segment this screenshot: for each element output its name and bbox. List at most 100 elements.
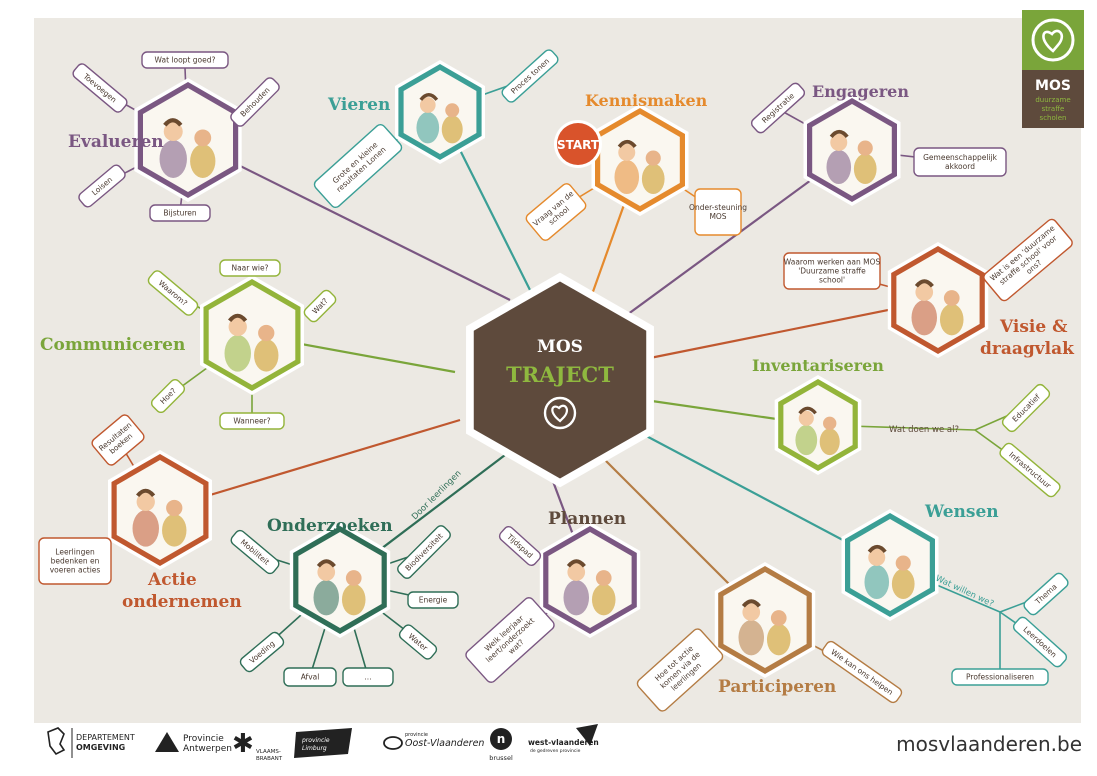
svg-text:Gemeenschappelijk: Gemeenschappelijk bbox=[923, 153, 997, 162]
mos-logo[interactable]: MOS duurzame straffe scholen bbox=[1022, 10, 1084, 128]
title-communiceren: Communiceren bbox=[40, 335, 185, 355]
svg-text:Provincie: Provincie bbox=[183, 734, 224, 744]
title-onderzoeken: Onderzoeken bbox=[267, 516, 393, 536]
svg-text:OMGEVING: OMGEVING bbox=[76, 743, 125, 752]
tag-communiceren-0: Naar wie? bbox=[219, 259, 281, 277]
swoosh-icon bbox=[383, 736, 403, 750]
tag-onderzoeken-7: ... bbox=[342, 667, 394, 687]
svg-text:Wat loopt goed?: Wat loopt goed? bbox=[155, 56, 216, 65]
tag-communiceren-3: Hoe? bbox=[150, 378, 186, 414]
tag-onderzoeken-3: Energie bbox=[407, 591, 459, 609]
phase-hexagons bbox=[108, 60, 989, 678]
hub-subtitle: TRAJECT bbox=[506, 362, 614, 387]
title-vieren: Vieren bbox=[327, 95, 390, 115]
sponsor-vlaams-brabant[interactable]: ✱ VLAAMS- BRABANT bbox=[232, 729, 283, 762]
sponsor-antwerpen[interactable]: Provincie Antwerpen bbox=[155, 732, 232, 754]
tag-communiceren-1: Waarom? bbox=[147, 270, 199, 316]
planning-illustration bbox=[563, 559, 616, 616]
hex-engageren[interactable] bbox=[803, 94, 901, 206]
tag-evalueren-0: Wat loopt goed? bbox=[141, 51, 229, 69]
tag-evalueren-4: Bijsturen bbox=[149, 204, 211, 222]
svg-text:school': school' bbox=[819, 276, 845, 285]
sponsor-brussel[interactable]: n brussel bbox=[489, 728, 513, 762]
title-actie-1: Actie bbox=[147, 570, 197, 590]
svg-text:Energie: Energie bbox=[419, 596, 448, 605]
svg-text:Onder-steuning: Onder-steuning bbox=[689, 203, 747, 212]
label-wat-doen-we-al: Wat doen we al? bbox=[889, 425, 959, 435]
hex-participeren[interactable] bbox=[714, 562, 816, 678]
detective-illustration bbox=[313, 559, 366, 616]
group-illustration bbox=[826, 129, 877, 185]
brussels-n-icon bbox=[490, 728, 512, 750]
title-inventariseren: Inventariseren bbox=[752, 356, 884, 375]
svg-text:MOS: MOS bbox=[709, 212, 726, 221]
sponsor-oost-vlaanderen[interactable]: provincie Oost-Vlaanderen bbox=[383, 732, 484, 750]
wishes-illustration bbox=[864, 544, 915, 600]
teacher-and-kids-illustration bbox=[159, 118, 216, 178]
hex-evalueren[interactable] bbox=[134, 78, 242, 202]
start-badge[interactable]: START bbox=[554, 120, 602, 168]
tag-plannen-0: Tijdspad bbox=[498, 526, 542, 566]
phase-titles: Evalueren Vieren Kennismaken Engageren V… bbox=[40, 82, 1075, 697]
svg-text:n: n bbox=[497, 732, 506, 746]
arrow-flag-icon bbox=[576, 724, 598, 746]
asterisk-icon: ✱ bbox=[232, 729, 254, 759]
title-plannen: Plannen bbox=[548, 509, 626, 529]
hex-onderzoeken[interactable] bbox=[289, 522, 391, 638]
heart-outline-icon bbox=[543, 396, 577, 430]
logo-line-1: duurzame bbox=[1035, 96, 1070, 104]
hex-visie[interactable] bbox=[887, 242, 989, 358]
tag-onderzoeken-4: Water bbox=[398, 624, 438, 660]
tag-wensen-3: Professionaliseren bbox=[951, 668, 1049, 686]
svg-text:Oost-Vlaanderen: Oost-Vlaanderen bbox=[405, 738, 484, 749]
svg-text:Wanneer?: Wanneer? bbox=[233, 417, 270, 426]
title-actie-2: ondernemen bbox=[122, 592, 242, 612]
title-visie-2: draagvlak bbox=[980, 339, 1075, 359]
triangle-icon bbox=[155, 732, 179, 752]
hex-plannen[interactable] bbox=[539, 522, 641, 638]
introduction-illustration bbox=[614, 139, 665, 195]
celebration-illustration bbox=[416, 93, 463, 144]
hex-wensen[interactable] bbox=[841, 509, 939, 621]
svg-text:Naar wie?: Naar wie? bbox=[231, 264, 268, 273]
svg-text:'Duurzame straffe: 'Duurzame straffe bbox=[798, 267, 866, 276]
footer: DEPARTEMENT OMGEVING Provincie Antwerpen… bbox=[47, 724, 1082, 762]
sponsor-omgeving[interactable]: DEPARTEMENT OMGEVING bbox=[47, 727, 135, 758]
heart-logo-icon bbox=[1031, 18, 1075, 62]
logo-line-3: scholen bbox=[1040, 114, 1067, 122]
site-url[interactable]: mosvlaanderen.be bbox=[896, 732, 1082, 756]
tag-visie-0: Waarom werken aan MOS'Duurzame straffesc… bbox=[783, 252, 881, 290]
title-visie-1: Visie & bbox=[999, 317, 1068, 337]
participation-illustration bbox=[738, 599, 791, 656]
hex-actie[interactable] bbox=[108, 450, 212, 570]
title-wensen: Wensen bbox=[924, 502, 999, 522]
svg-text:voeren acties: voeren acties bbox=[50, 566, 101, 575]
hub-title: MOS bbox=[537, 337, 583, 357]
sponsor-west-vlaanderen[interactable]: west-vlaanderen de gedreven provincie bbox=[528, 724, 599, 754]
hex-vieren[interactable] bbox=[395, 60, 485, 164]
inventory-illustration bbox=[795, 406, 840, 456]
svg-text:Professionaliseren: Professionaliseren bbox=[966, 673, 1034, 682]
svg-text:Afval: Afval bbox=[301, 673, 320, 682]
limburg-icon bbox=[294, 728, 352, 758]
center-hub: MOS TRAJECT bbox=[466, 272, 654, 488]
sponsor-limburg[interactable]: provincie Limburg bbox=[294, 728, 352, 758]
tag-evalueren-3: Loisen bbox=[78, 164, 126, 208]
svg-text:Antwerpen: Antwerpen bbox=[183, 744, 232, 754]
hex-kennismaken[interactable] bbox=[591, 104, 689, 216]
svg-text:de gedreven provincie: de gedreven provincie bbox=[530, 748, 581, 754]
svg-text:bedenken en: bedenken en bbox=[51, 557, 100, 566]
title-kennismaken: Kennismaken bbox=[585, 91, 708, 110]
start-label: START bbox=[557, 138, 600, 152]
svg-text:brussel: brussel bbox=[489, 754, 513, 762]
hex-inventariseren[interactable] bbox=[774, 375, 862, 475]
svg-text:provincie: provincie bbox=[405, 732, 428, 738]
svg-text:...: ... bbox=[364, 673, 371, 682]
hex-communiceren[interactable] bbox=[200, 275, 304, 395]
svg-text:BRABANT: BRABANT bbox=[256, 756, 283, 762]
svg-text:DEPARTEMENT: DEPARTEMENT bbox=[76, 733, 135, 742]
